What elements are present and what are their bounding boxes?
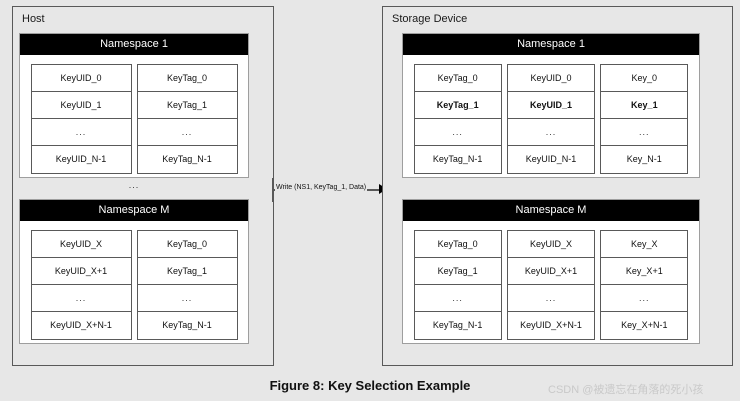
key-cell-ellipsis: ... (507, 119, 594, 146)
key-cell-ellipsis: ... (601, 119, 688, 146)
key-cell: KeyTag_0 (137, 65, 237, 92)
key-cell: KeyUID_X+N-1 (50, 320, 112, 330)
host-namespace-1-header: Namespace 1 (20, 34, 248, 55)
key-cell: KeyTag_0 (414, 65, 501, 92)
csdn-watermark: CSDN @被遗忘在角落的死小孩 (548, 384, 704, 396)
figure-caption: Figure 8: Key Selection Example (269, 378, 471, 393)
key-cell: KeyUID_N-1 (525, 154, 577, 164)
host-namespace-m-header: Namespace M (20, 200, 248, 221)
key-cell: KeyTag_0 (414, 231, 501, 258)
arrow-label: Write (NS1, KeyTag_1, Data) (275, 183, 368, 192)
host-namespace-gap-ellipsis: ... (128, 180, 140, 190)
key-cell: KeyTag_N-1 (432, 154, 483, 164)
key-cell: KeyTag_N-1 (432, 320, 483, 330)
key-cell: KeyTag_1 (137, 258, 237, 285)
key-cell: Key_0 (601, 65, 688, 92)
key-cell: Key_X (601, 231, 688, 258)
write-command-arrow: Write (NS1, KeyTag_1, Data) (272, 178, 390, 202)
key-cell: KeyUID_0 (31, 65, 131, 92)
key-cell: KeyUID_X+N-1 (520, 320, 582, 330)
key-cell: KeyUID_X+1 (31, 258, 131, 285)
key-cell: KeyTag_N-1 (162, 320, 212, 330)
key-cell-ellipsis: ... (601, 285, 688, 312)
key-cell: Key_X+N-1 (621, 320, 668, 330)
key-cell-ellipsis: ... (414, 285, 501, 312)
key-cell: KeyUID_X+1 (507, 258, 594, 285)
device-namespace-m-header: Namespace M (403, 200, 699, 221)
key-cell-ellipsis: ... (137, 119, 237, 146)
key-cell: KeyTag_1 (414, 92, 501, 119)
device-namespace-1-header: Namespace 1 (403, 34, 699, 55)
key-cell: KeyUID_1 (31, 92, 131, 119)
storage-device-panel-title: Storage Device (392, 13, 468, 25)
key-cell: KeyUID_0 (507, 65, 594, 92)
key-cell: KeyUID_X (31, 231, 131, 258)
key-cell: Key_X+1 (601, 258, 688, 285)
key-cell: KeyTag_N-1 (162, 154, 212, 164)
key-cell: KeyTag_0 (137, 231, 237, 258)
key-cell: KeyTag_1 (137, 92, 237, 119)
key-cell-ellipsis: ... (31, 285, 131, 312)
key-cell-ellipsis: ... (507, 285, 594, 312)
key-cell: KeyTag_1 (414, 258, 501, 285)
key-cell: KeyUID_1 (507, 92, 594, 119)
key-cell: KeyUID_N-1 (55, 154, 107, 164)
key-cell-ellipsis: ... (137, 285, 237, 312)
host-panel-title: Host (22, 13, 45, 25)
key-cell: Key_N-1 (626, 154, 662, 164)
key-cell: Key_1 (601, 92, 688, 119)
key-cell-ellipsis: ... (31, 119, 131, 146)
key-cell-ellipsis: ... (414, 119, 501, 146)
key-cell: KeyUID_X (507, 231, 594, 258)
